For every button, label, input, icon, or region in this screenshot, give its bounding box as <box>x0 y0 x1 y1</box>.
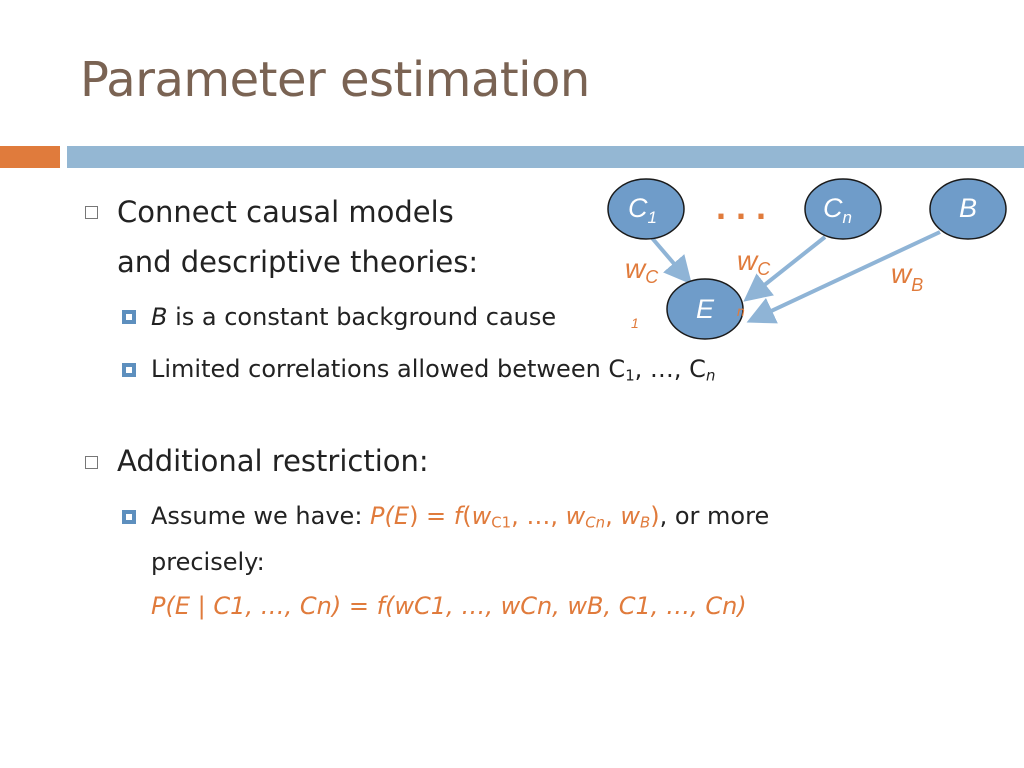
accent-bar-orange <box>0 146 60 168</box>
edge-cn-e <box>743 235 827 302</box>
node-c1 <box>607 178 685 240</box>
edge-label-wcn: wC <box>737 245 771 279</box>
edge-c1-e <box>650 236 692 285</box>
bullet-line-1: Connect causal models <box>117 195 454 229</box>
node-cn-label: Cn <box>823 193 852 227</box>
bullet-square-hollow-icon <box>85 206 98 219</box>
sub-bullet-assume: Assume we have: P(E) = f(wC1, …, wCn, wB… <box>151 502 770 532</box>
node-b <box>929 178 1007 240</box>
accent-bar-blue <box>67 146 1024 168</box>
bullet-additional-restriction: Additional restriction: <box>117 444 429 478</box>
bullet-square-filled-icon <box>122 510 136 524</box>
edge-b-e <box>746 230 941 324</box>
bullet-square-filled-icon <box>122 310 136 324</box>
sub-bullet-background-cause: B is a constant background cause <box>151 303 557 331</box>
edge-label-wc1-subscript: 1 <box>631 315 639 331</box>
edge-label-wc1: wC <box>625 253 659 287</box>
ellipsis-dots: . . . <box>716 186 766 227</box>
sub-bullet-precisely: precisely: <box>151 548 265 576</box>
edge-label-wcn-subscript: n <box>737 303 745 319</box>
bullet-line-2: and descriptive theories: <box>117 245 479 279</box>
node-c1-label: C1 <box>628 193 657 227</box>
node-e <box>666 278 744 340</box>
bullet-square-filled-icon <box>122 363 136 377</box>
bullet-square-hollow-icon <box>85 456 98 469</box>
node-cn <box>804 178 882 240</box>
formula-conditional: P(E | C1, …, Cn) = f(wC1, …, wCn, wB, C1… <box>151 592 747 620</box>
node-b-label: B <box>959 193 977 223</box>
node-e-label: E <box>696 294 715 324</box>
sub-bullet-correlations: Limited correlations allowed between C1,… <box>151 355 716 385</box>
edge-label-wb: wB <box>891 258 923 295</box>
slide-title: Parameter estimation <box>80 52 590 108</box>
